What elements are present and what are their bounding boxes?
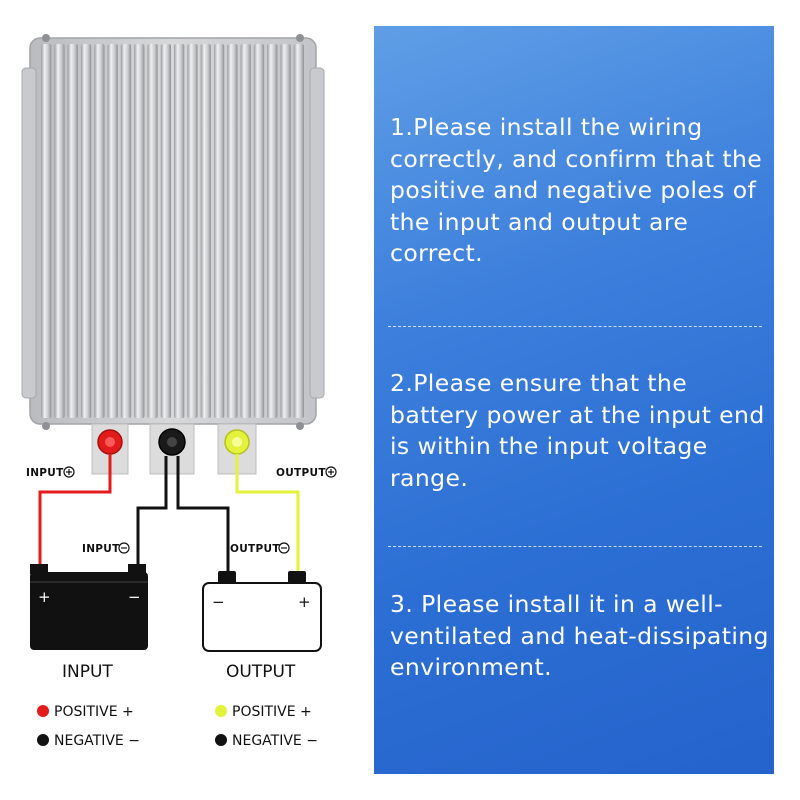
mounting-screws xyxy=(42,34,304,430)
legend-input-negative: NEGATIVE − xyxy=(54,733,140,749)
terminal-negative xyxy=(149,423,195,475)
dashed-divider xyxy=(388,546,762,547)
black-dot-icon xyxy=(37,734,49,746)
battery-input-minus: − xyxy=(128,588,141,606)
heatsink-fin xyxy=(41,44,52,418)
heatsink-fin xyxy=(174,44,185,418)
heatsink-fin xyxy=(187,44,198,418)
heatsink-fin xyxy=(67,44,78,418)
instruction-step-2: 2.Please ensure that the battery power a… xyxy=(390,369,765,492)
wire-input-positive xyxy=(38,454,112,568)
battery-input-icon xyxy=(30,564,148,650)
circle-minus-icon xyxy=(118,542,130,554)
label-output-positive: OUTPUT xyxy=(276,467,326,479)
battery-output-plus: + xyxy=(298,593,311,611)
heatsink-fins xyxy=(41,44,304,418)
legend-input-positive: POSITIVE + xyxy=(54,704,134,720)
heatsink-fin xyxy=(160,44,171,418)
instructions-panel: 1.Please install the wiring correctly, a… xyxy=(374,26,774,774)
caption-input: INPUT xyxy=(62,662,113,682)
label-input-positive: INPUT xyxy=(26,467,64,479)
heatsink-fin xyxy=(227,44,238,418)
converter-housing xyxy=(21,34,325,430)
legend-output-positive: POSITIVE + xyxy=(232,704,312,720)
yellow-dot-icon xyxy=(215,705,227,717)
wire-output-negative xyxy=(176,456,230,572)
caption-output: OUTPUT xyxy=(226,662,296,682)
heatsink-fin xyxy=(80,44,92,418)
battery-input-plus: + xyxy=(38,588,51,606)
circle-minus-icon xyxy=(278,542,290,554)
wire-input-negative xyxy=(136,456,168,568)
heatsink-fin xyxy=(293,44,304,418)
instruction-step-3: 3. Please install it in a well-ventilate… xyxy=(390,590,769,681)
heatsink-fin xyxy=(253,44,265,418)
instruction-step-1: 1.Please install the wiring correctly, a… xyxy=(390,113,763,267)
circle-plus-icon xyxy=(325,466,337,478)
black-dot-icon xyxy=(215,734,227,746)
heatsink-fin xyxy=(267,44,278,418)
heatsink-fin xyxy=(107,44,118,418)
label-input-negative: INPUT xyxy=(82,543,120,555)
wiring-diagram: INPUT OUTPUT INPUT OUTPUT + − − + INPUT … xyxy=(21,34,337,749)
battery-output-icon xyxy=(202,571,322,652)
heatsink-fin xyxy=(54,44,65,418)
label-output-negative: OUTPUT xyxy=(230,543,280,555)
battery-output-minus: − xyxy=(212,593,225,611)
legend-output-negative: NEGATIVE − xyxy=(232,733,318,749)
heatsink-fin xyxy=(213,44,225,418)
legend: POSITIVE + NEGATIVE − POSITIVE + NEGATIV… xyxy=(37,704,318,749)
heatsink-fin xyxy=(134,44,145,418)
circle-plus-icon xyxy=(63,466,75,478)
wire-output-positive xyxy=(235,454,300,572)
red-dot-icon xyxy=(37,705,49,717)
heatsink-fin xyxy=(280,44,291,418)
heatsink-fin xyxy=(94,44,105,418)
heatsink-fin xyxy=(120,44,132,418)
heatsink-fin xyxy=(147,44,158,418)
wires xyxy=(38,454,300,572)
dashed-divider xyxy=(388,326,762,327)
heatsink-fin xyxy=(240,44,251,418)
heatsink-fin xyxy=(200,44,211,418)
